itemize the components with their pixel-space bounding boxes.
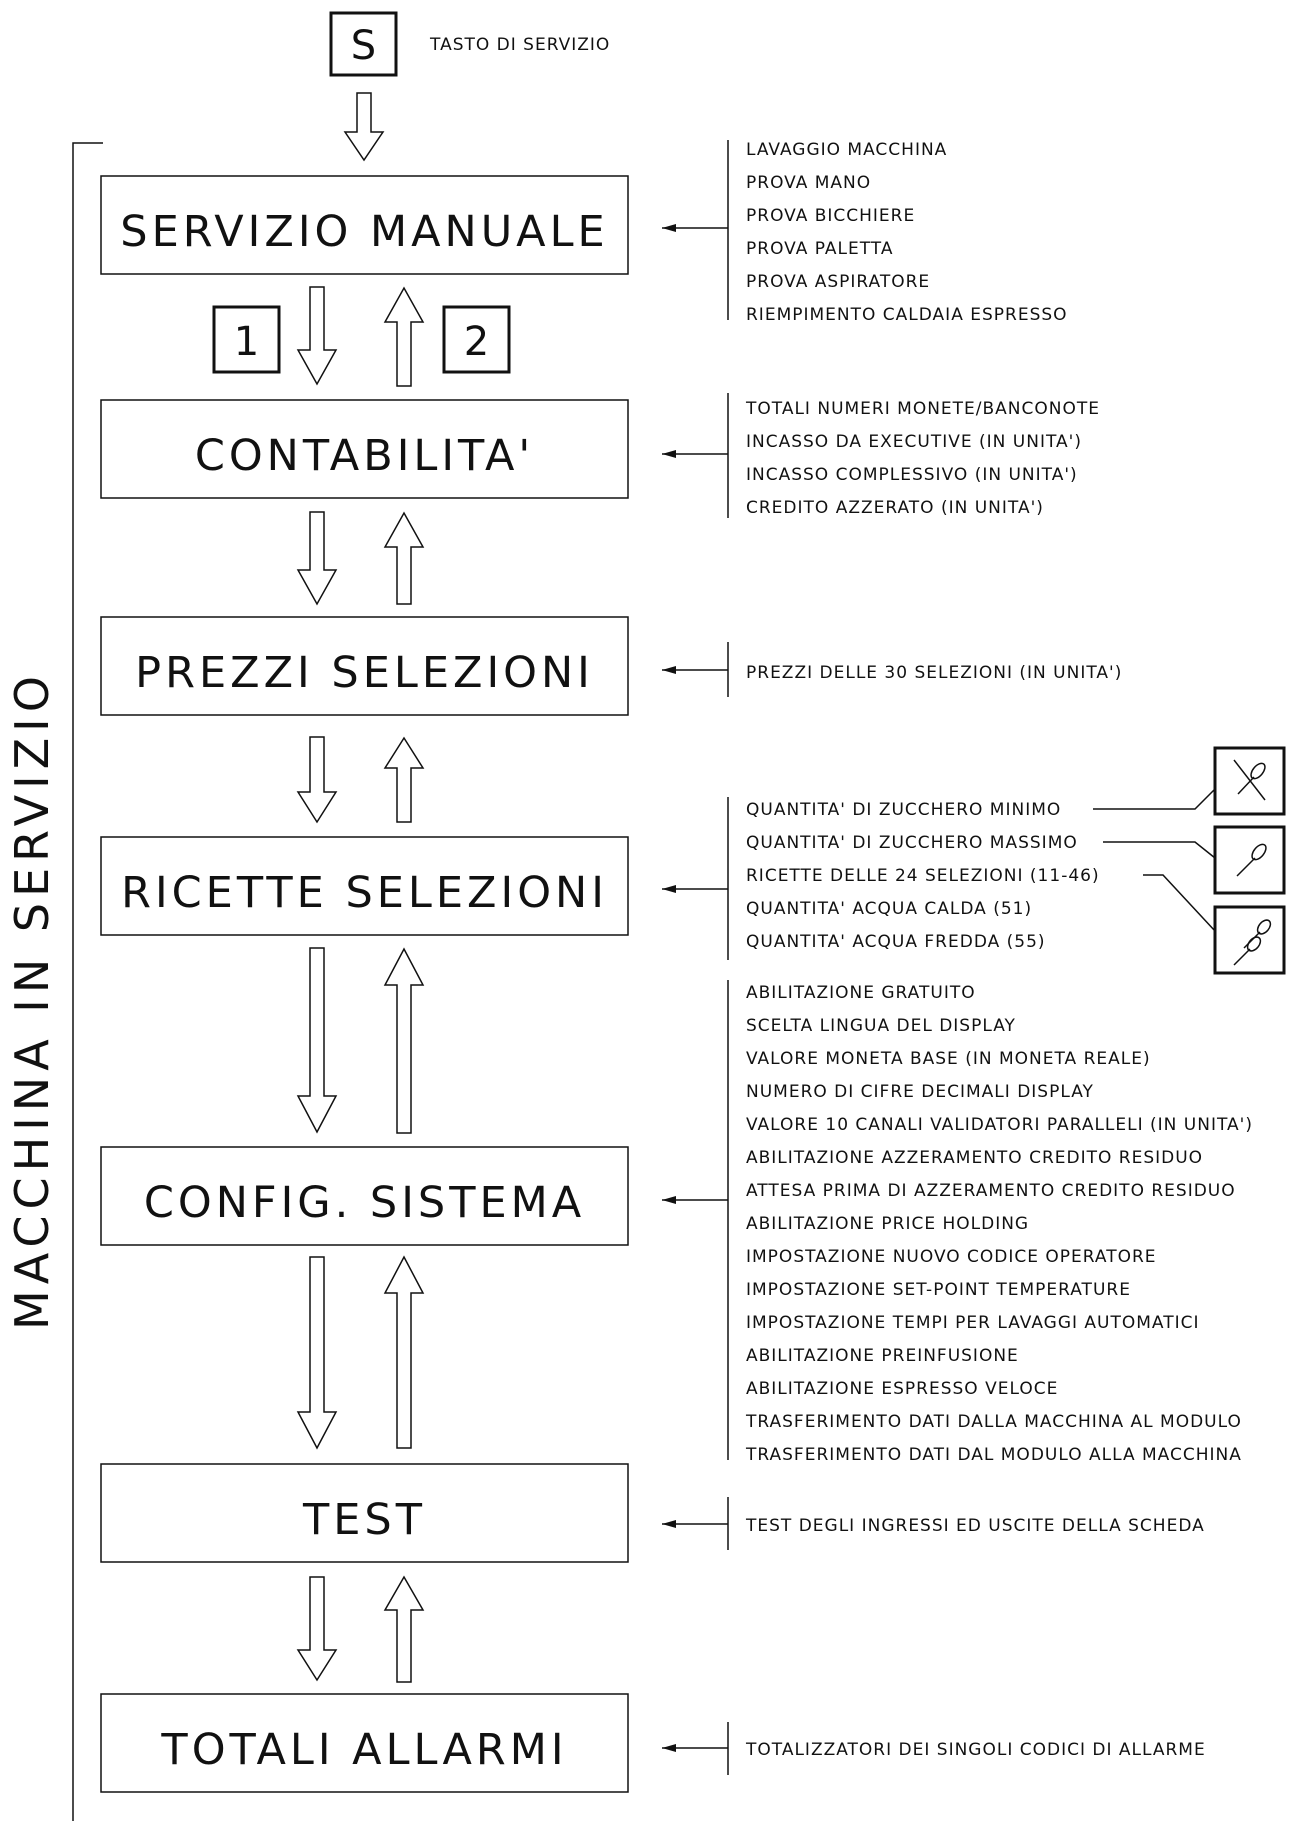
nav-arrows-1	[296, 286, 425, 387]
list-item: INCASSO DA EXECUTIVE (IN UNITA')	[746, 432, 1082, 452]
list-item: INCASSO COMPLESSIVO (IN UNITA')	[746, 465, 1078, 485]
service-key: S	[329, 11, 398, 77]
menu-title: RICETTE SELEZIONI	[121, 868, 608, 918]
list-item: ABILITAZIONE AZZERAMENTO CREDITO RESIDUO	[746, 1148, 1203, 1168]
no-spoon-icon	[1213, 746, 1286, 816]
list-item: RIEMPIMENTO CALDAIA ESPRESSO	[746, 305, 1068, 325]
list-item: TEST DEGLI INGRESSI ED USCITE DELLA SCHE…	[745, 1516, 1205, 1536]
list-item: PREZZI DELLE 30 SELEZIONI (IN UNITA')	[746, 663, 1122, 683]
list-item: PROVA ASPIRATORE	[746, 272, 930, 292]
side-label: MACCHINA IN SERVIZIO	[5, 670, 59, 1330]
list-item: QUANTITA' DI ZUCCHERO MASSIMO	[746, 833, 1078, 853]
list-item: RICETTE DELLE 24 SELEZIONI (11-46)	[746, 866, 1100, 886]
service-key-box	[329, 11, 398, 77]
down-arrow	[296, 286, 338, 386]
menu-contabilita: CONTABILITA' TOTALI NUMERI MONETE/BANCON…	[100, 393, 1100, 518]
key-2-label: 2	[464, 319, 489, 365]
menu-box	[100, 1146, 629, 1246]
list-item: ABILITAZIONE PRICE HOLDING	[746, 1214, 1029, 1234]
menu-box	[100, 399, 629, 499]
menu-box	[100, 1693, 629, 1793]
key-2-box	[442, 305, 511, 374]
list-item: LAVAGGIO MACCHINA	[746, 140, 947, 160]
list-item: QUANTITA' ACQUA FREDDA (55)	[746, 932, 1046, 952]
list-item: IMPOSTAZIONE SET-POINT TEMPERATURE	[746, 1280, 1131, 1300]
list-item: PROVA MANO	[746, 173, 871, 193]
menu-box	[100, 175, 629, 275]
menu-title: CONTABILITA'	[195, 431, 534, 481]
list-item: SCELTA LINGUA DEL DISPLAY	[746, 1016, 1016, 1036]
two-spoons-icon	[1213, 905, 1286, 975]
list-item: IMPOSTAZIONE NUOVO CODICE OPERATORE	[746, 1247, 1157, 1267]
menu-title: TOTALI ALLARMI	[160, 1725, 567, 1775]
list-item: TRASFERIMENTO DATI DAL MODULO ALLA MACCH…	[745, 1445, 1242, 1465]
service-key-label: S	[351, 23, 376, 69]
list-item: ABILITAZIONE GRATUITO	[746, 983, 976, 1003]
list-item: ABILITAZIONE ESPRESSO VELOCE	[746, 1379, 1058, 1399]
left-bracket	[72, 142, 103, 1821]
menu-servizio-manuale: SERVIZIO MANUALE LAVAGGIO MACCHINA PROVA…	[100, 140, 1068, 325]
nav-arrows-5	[296, 1255, 425, 1450]
nav-arrows-3	[296, 736, 425, 824]
list-item: ATTESA PRIMA DI AZZERAMENTO CREDITO RESI…	[746, 1181, 1236, 1201]
menu-title: CONFIG. SISTEMA	[144, 1178, 585, 1228]
menu-test: TEST TEST DEGLI INGRESSI ED USCITE DELLA…	[100, 1463, 1205, 1563]
nav-key-down: 1	[212, 305, 281, 374]
menu-box	[100, 1463, 629, 1563]
list-item: TRASFERIMENTO DATI DALLA MACCHINA AL MOD…	[745, 1412, 1242, 1432]
nav-arrows-6	[296, 1575, 425, 1683]
list-item: CREDITO AZZERATO (IN UNITA')	[746, 498, 1044, 518]
list-item: VALORE 10 CANALI VALIDATORI PARALLELI (I…	[746, 1115, 1253, 1135]
menu-totali-allarmi: TOTALI ALLARMI TOTALIZZATORI DEI SINGOLI…	[100, 1693, 1206, 1793]
menu-box	[100, 616, 629, 716]
key-1-box	[212, 305, 281, 374]
menu-config-sistema: CONFIG. SISTEMA ABILITAZIONE GRATUITO SC…	[100, 980, 1253, 1465]
menu-title: PREZZI SELEZIONI	[135, 648, 594, 698]
list-item: QUANTITA' DI ZUCCHERO MINIMO	[746, 800, 1061, 820]
menu-title: SERVIZIO MANUALE	[120, 207, 608, 257]
list-item: IMPOSTAZIONE TEMPI PER LAVAGGI AUTOMATIC…	[746, 1313, 1200, 1333]
one-spoon-icon	[1213, 825, 1286, 895]
menu-box	[100, 836, 629, 936]
up-arrow	[383, 286, 425, 387]
list-item: QUANTITA' ACQUA CALDA (51)	[746, 899, 1032, 919]
list-item: TOTALI NUMERI MONETE/BANCONOTE	[745, 399, 1100, 419]
list-item: PROVA PALETTA	[746, 239, 894, 259]
nav-arrows-2	[296, 511, 425, 606]
menu-ricette-selezioni: RICETTE SELEZIONI QUANTITA' DI ZUCCHERO …	[100, 788, 1216, 960]
nav-key-up: 2	[442, 305, 511, 374]
list-item: PROVA BICCHIERE	[746, 206, 915, 226]
list-item: ABILITAZIONE PREINFUSIONE	[746, 1346, 1019, 1366]
menu-prezzi-selezioni: PREZZI SELEZIONI PREZZI DELLE 30 SELEZIO…	[100, 616, 1122, 716]
entry-arrow	[343, 92, 385, 162]
list-item: TOTALIZZATORI DEI SINGOLI CODICI DI ALLA…	[745, 1740, 1206, 1760]
service-key-caption: TASTO DI SERVIZIO	[429, 35, 610, 55]
list-item: NUMERO DI CIFRE DECIMALI DISPLAY	[746, 1082, 1094, 1102]
list-item: VALORE MONETA BASE (IN MONETA REALE)	[746, 1049, 1151, 1069]
key-1-label: 1	[234, 319, 259, 365]
menu-title: TEST	[302, 1495, 426, 1545]
nav-arrows-4	[296, 947, 425, 1134]
